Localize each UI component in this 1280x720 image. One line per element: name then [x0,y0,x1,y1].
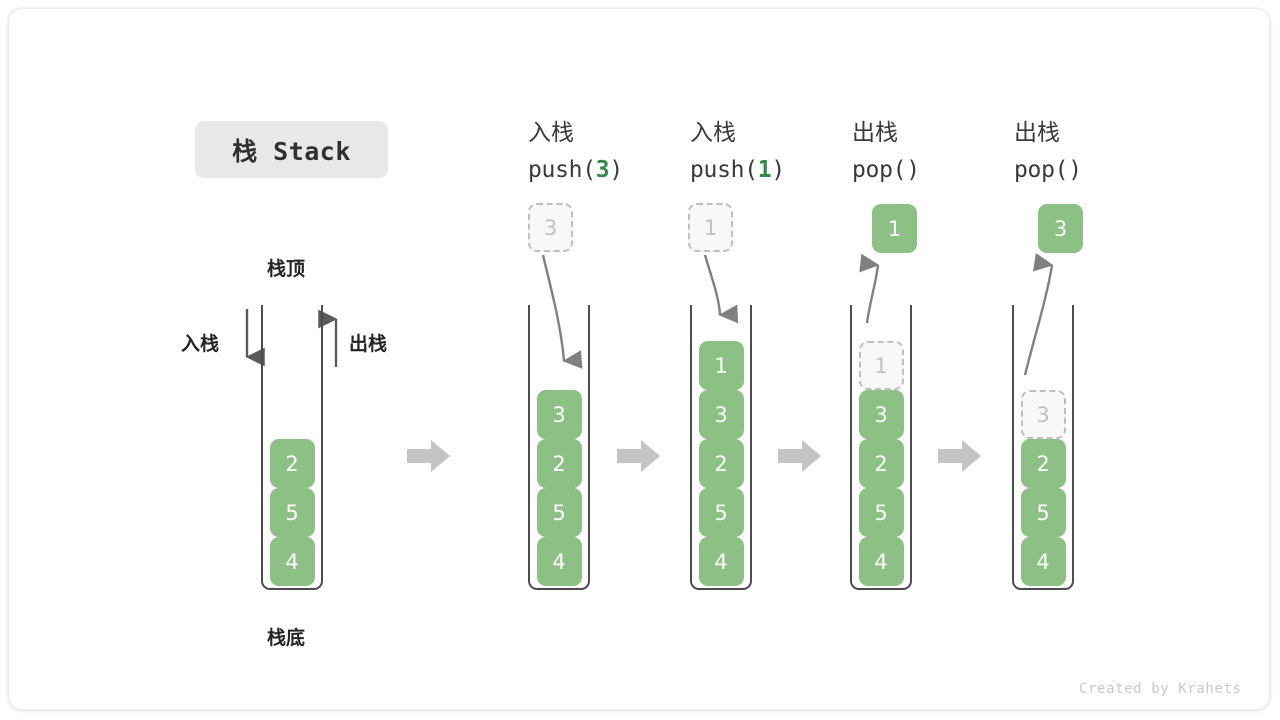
stack-element: 3 [698,390,744,439]
pop-direction-label: 出栈 [349,333,388,355]
stack-element-removed: 1 [858,341,904,390]
code-prefix: pop( [1014,157,1069,184]
stack-element: 4 [858,537,904,586]
title-badge-label: 栈 Stack [232,136,351,166]
code-suffix: ) [771,157,785,184]
pop-motion-arrow-icon [1023,253,1054,376]
stack-slots-push-1: 4 5 2 3 1 [690,341,752,586]
operation-cn-label: 出栈 [852,120,898,146]
code-prefix: push( [528,157,596,184]
operation-label-pop-3: 出栈 pop() [1014,115,1082,190]
stack-bottom-label: 栈底 [267,627,306,649]
floating-element-pop-3: 3 [1038,204,1083,253]
stack-element: 5 [536,488,582,537]
stack-walls [528,305,590,590]
stack-container-push-3: 4 5 2 3 [528,305,590,590]
stack-element: 2 [1020,439,1066,488]
code-suffix: ) [609,157,623,184]
transition-arrow-icon [617,440,660,472]
stack-top-label: 栈顶 [267,258,306,280]
operation-label-pop-1: 出栈 pop() [852,115,920,190]
operation-cn-label: 入栈 [690,120,736,146]
operation-label-push-3: 入栈 push(3) [528,115,623,190]
stack-element: 3 [858,390,904,439]
stack-element: 1 [698,341,744,390]
stack-slots-pop-3: 4 5 2 3 [1012,341,1074,586]
transition-arrow-icon [938,440,981,472]
stack-walls [261,305,323,590]
stack-element: 5 [269,488,315,537]
stack-element-removed: 3 [1020,390,1066,439]
code-suffix: ) [906,157,920,184]
stack-element: 3 [536,390,582,439]
operation-code-label: push(1) [690,152,785,189]
stack-element: 4 [536,537,582,586]
push-motion-arrow-icon [703,254,739,324]
stack-walls [1012,305,1074,590]
code-argument: 3 [595,157,610,184]
stack-element: 4 [269,537,315,586]
operation-cn-label: 出栈 [1014,120,1060,146]
stack-walls [850,305,912,590]
stack-element: 2 [269,439,315,488]
stack-container-push-1: 4 5 2 3 1 [690,305,752,590]
stack-container-pop-3: 4 5 2 3 [1012,305,1074,590]
code-suffix: ) [1068,157,1082,184]
floating-element-push-1: 1 [688,203,733,252]
stack-element: 4 [1020,537,1066,586]
stack-element: 4 [698,537,744,586]
operation-label-push-1: 入栈 push(1) [690,115,785,190]
transition-arrow-icon [778,440,821,472]
stack-element-empty [1021,341,1066,390]
stack-walls [690,305,752,590]
floating-element-pop-1: 1 [872,204,917,253]
code-prefix: pop( [852,157,907,184]
stack-slots-initial: 4 5 2 [261,439,323,586]
operation-code-label: push(3) [528,152,623,189]
stack-slots-pop-1: 4 5 2 3 1 [850,341,912,586]
stack-container-initial: 4 5 2 [261,305,323,590]
stack-element: 5 [698,488,744,537]
push-direction-label: 入栈 [181,333,220,355]
stack-element: 2 [858,439,904,488]
pop-motion-arrow-icon [859,253,880,324]
stack-container-pop-1: 4 5 2 3 1 [850,305,912,590]
stack-element: 2 [698,439,744,488]
operation-code-label: pop() [852,152,920,189]
operation-cn-label: 入栈 [528,120,574,146]
operation-code-label: pop() [1014,152,1082,189]
floating-element-push-3: 3 [528,203,573,252]
diagram-canvas: 栈 Stack 栈顶 入栈 出栈 栈底 4 5 2 [8,8,1270,710]
push-down-arrow-icon [245,309,265,367]
push-motion-arrow-icon [541,254,583,369]
transition-arrow-icon [407,440,450,472]
stack-slots-push-3: 4 5 2 3 [528,390,590,586]
stack-element: 5 [1020,488,1066,537]
code-prefix: push( [690,157,758,184]
stack-element: 5 [858,488,904,537]
watermark: Created by Krahets [1079,681,1242,697]
stack-element: 2 [536,439,582,488]
title-badge: 栈 Stack [195,121,388,178]
code-argument: 1 [757,157,772,184]
pop-up-arrow-icon [318,309,338,367]
